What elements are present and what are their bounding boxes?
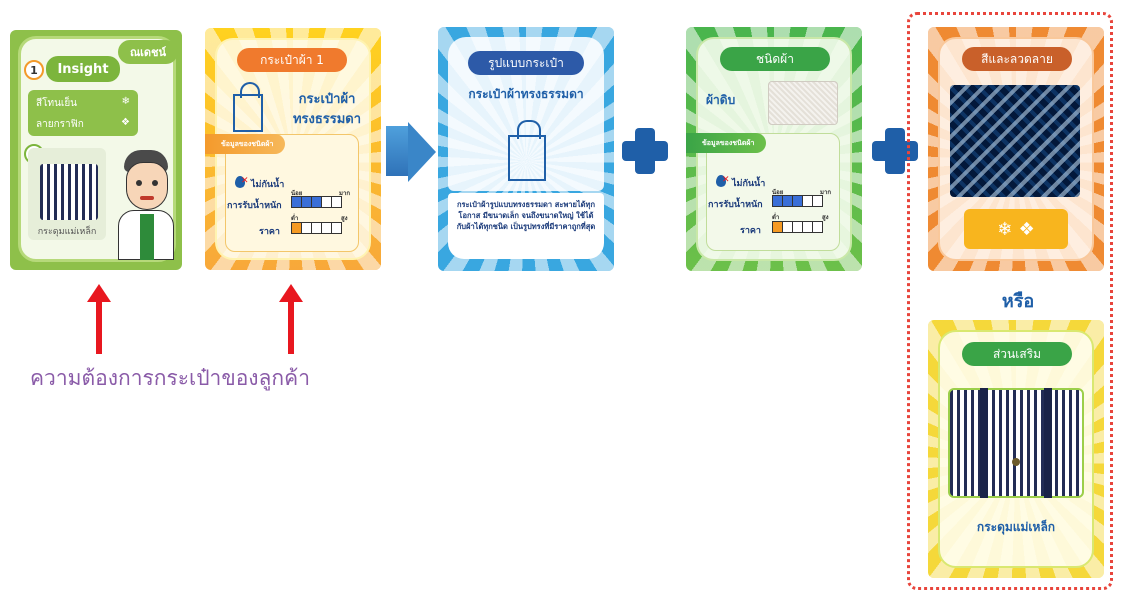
bag-weight-scale [291,196,342,208]
bag-weight-label: การรับน้ำหนัก [227,201,282,211]
red-up-arrow [87,284,111,354]
bag-card: กระเป๋าผ้า 1 กระเป๋าผ้า ทรงธรรมดา ข้อมูล… [205,28,381,270]
bag-style-description-box: กระเป๋าผ้ารูปแบบทรงธรรมดา สะพายได้ทุกโอก… [448,193,604,259]
bag-style-card: รูปแบบกระเป๋า กระเป๋าผ้าทรงธรรมดา กระเป๋… [438,27,614,271]
bag-title-line2: ทรงธรรมดา [292,112,362,127]
options-group-border [907,12,1113,590]
raw-cotton-swatch [768,81,838,125]
plus-icon [622,128,668,174]
bag-style-title: กระเป๋าผ้าทรงธรรมดา [468,87,584,101]
character-eye [136,180,142,186]
scale-cell [812,221,823,233]
insight-number-badge: 1 [24,60,44,80]
bag-price-label: ราคา [259,227,280,237]
insight-badge: Insight [46,56,120,82]
bag-scale-high: มาก [339,190,350,197]
color-pattern-symbol-box: ❄ ❖ [964,209,1068,249]
item-caption: กระดุมแม่เหล็ก [37,227,97,237]
character-mouth [140,196,154,200]
magnetic-button-dot [1012,458,1020,466]
pattern-card: สีและลวดลาย ❄ ❖ [928,27,1104,271]
not-waterproof-x-icon: ✕ [241,176,249,186]
customer-needs-caption: ความต้องการกระเป๋าของลูกค้า [30,366,310,390]
plus-bar-v [885,128,905,174]
insight-label: Insight [57,61,109,77]
insight-line-graphic-pattern: ลายกราฟิก ❖ [36,117,130,132]
plus-bar-v [635,128,655,174]
snowflake-icon: ❄ [121,96,130,107]
scale-cell [812,195,823,207]
tote-bag-icon [508,120,546,181]
bag-price-scale [291,222,342,234]
accessory-caption: กระดุมแม่เหล็ก [976,520,1056,534]
waterproof-drop-icon [716,175,726,187]
fabric-info-tag: ข้อมูลของชนิดผ้า [686,133,766,153]
bag-style-header: รูปแบบกระเป๋า [468,51,584,75]
or-label: หรือ [1001,291,1035,312]
bag-price-low: ต่ำ [291,215,299,222]
diamond-pattern-icon: ❖ [121,117,130,128]
flow-arrow [386,126,410,176]
plus-icon [872,128,918,174]
magnetic-button-strap [980,388,988,498]
bag-title-line1: กระเป๋าผ้า [298,92,356,107]
red-up-arrow [279,284,303,354]
fabric-weight-scale [772,195,823,207]
magnetic-button-photo [948,388,1084,498]
tote-bag-icon [233,82,263,132]
waterproof-drop-icon [235,176,245,188]
character-vest [140,214,154,260]
insight-line-text: ลายกราฟิก [36,119,84,130]
customer-corner-label: ณเดชน์ [118,40,178,64]
insight-line-text: สีโทนเย็น [36,98,78,109]
fabric-scale-low: น้อย [772,189,784,196]
flow-arrow-head [408,122,436,182]
scale-cell [331,222,342,234]
fabric-name: ผ้าดิบ [706,93,736,107]
fabric-card-header: ชนิดผ้า [720,47,830,71]
not-waterproof-x-icon: ✕ [722,175,730,185]
insight-line-cool-colors: สีโทนเย็น ❄ [36,96,130,111]
accessory-card-header: ส่วนเสริม [962,342,1072,366]
accessory-card: ส่วนเสริม กระดุมแม่เหล็ก [928,320,1104,578]
fabric-waterproof-label: ไม่กันน้ำ [732,179,766,189]
fabric-price-label: ราคา [740,226,761,236]
bag-waterproof-label: ไม่กันน้ำ [251,180,285,190]
fabric-price-high: สูง [822,214,829,221]
magnetic-button-photo [40,164,98,220]
character-eye [152,180,158,186]
fabric-weight-label: การรับน้ำหนัก [708,200,763,210]
woven-pattern-overlay [950,85,1080,197]
bag-card-header: กระเป๋าผ้า 1 [237,48,347,72]
scale-cell [331,196,342,208]
fabric-price-scale [772,221,823,233]
insight-box: สีโทนเย็น ❄ ลายกราฟิก ❖ [28,90,138,136]
fabric-scale-high: มาก [820,189,831,196]
bag-info-tag: ข้อมูลของชนิดผ้า [205,134,285,154]
magnetic-button-strap [1044,388,1052,498]
bag-scale-low: น้อย [291,190,303,197]
bag-style-description: กระเป๋าผ้ารูปแบบทรงธรรมดา สะพายได้ทุกโอก… [456,200,596,231]
fabric-price-low: ต่ำ [772,214,780,221]
pattern-card-header: สีและลวดลาย [962,47,1072,71]
bag-price-high: สูง [341,215,348,222]
customer-card: ณเดชน์ Insight 1 สีโทนเย็น ❄ ลายกราฟิก ❖… [10,30,182,270]
character-face [126,162,168,210]
customer-character-illustration [114,148,176,260]
snowflake-diamond-icon: ❄ ❖ [997,218,1035,240]
fabric-card: ชนิดผ้า ผ้าดิบ ข้อมูลของชนิดผ้า ✕ ไม่กัน… [686,27,862,271]
